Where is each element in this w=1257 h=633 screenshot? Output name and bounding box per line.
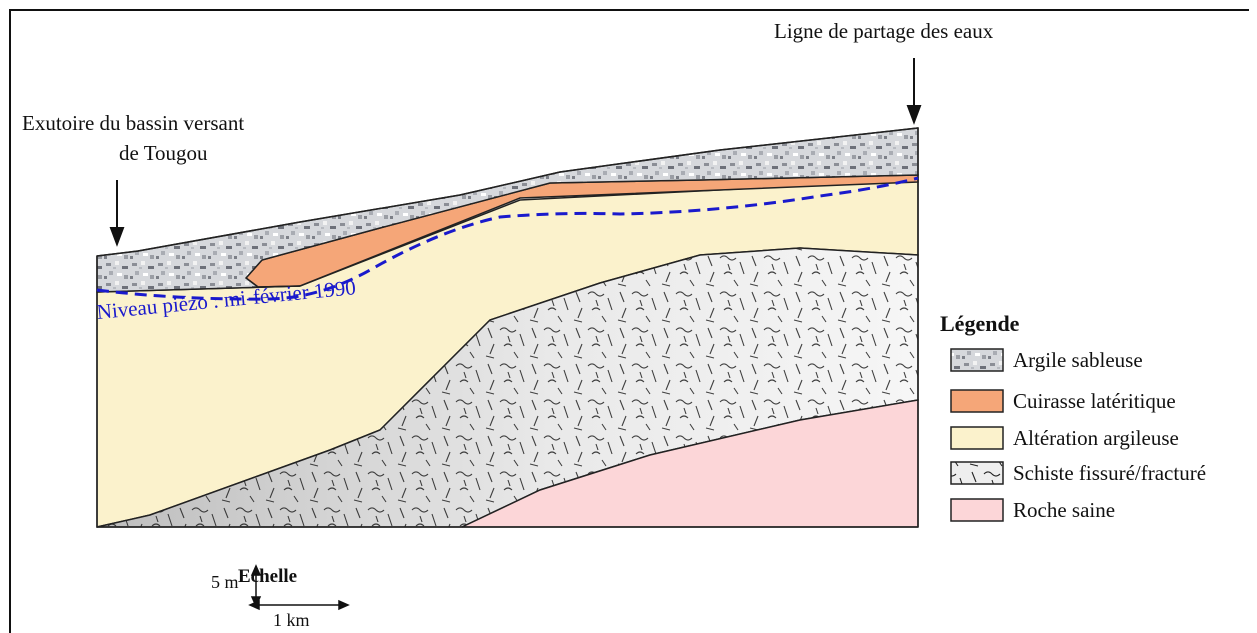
legend-label-schiste: Schiste fissuré/fracturé bbox=[1013, 461, 1207, 485]
outlet-label-line1: Exutoire du bassin versant bbox=[22, 111, 245, 135]
scale-title: Echelle bbox=[238, 566, 298, 587]
legend-label-roche: Roche saine bbox=[1013, 498, 1116, 522]
legend-label-alteration: Altération argileuse bbox=[1013, 426, 1179, 450]
scale-horizontal-label: 1 km bbox=[273, 610, 310, 630]
legend-swatch-argile bbox=[950, 348, 1004, 372]
scale-vertical-label: 5 m bbox=[211, 572, 239, 592]
legend-swatch-schiste-cracks bbox=[951, 462, 1003, 484]
ground-surface-line bbox=[96, 127, 919, 257]
legend-label-argile: Argile sableuse bbox=[1013, 348, 1143, 372]
outlet-arrow bbox=[109, 180, 125, 247]
legend-title: Légende bbox=[940, 311, 1020, 336]
layer-schiste-cracks bbox=[97, 248, 918, 527]
legend-swatches bbox=[950, 348, 1004, 522]
scale-bar bbox=[248, 564, 350, 611]
outlet-label-line2: de Tougou bbox=[119, 141, 208, 165]
legend-swatch-alteration bbox=[950, 426, 1004, 450]
figure-frame bbox=[9, 9, 1249, 633]
legend-swatch-roche bbox=[950, 498, 1004, 522]
legend-swatch-cuirasse bbox=[950, 389, 1004, 413]
section-layers bbox=[96, 127, 919, 528]
legend-label-cuirasse: Cuirasse latéritique bbox=[1013, 389, 1176, 413]
ridge-arrow bbox=[906, 58, 922, 125]
ridge-label: Ligne de partage des eaux bbox=[774, 19, 994, 43]
piezometric-line bbox=[96, 176, 919, 301]
